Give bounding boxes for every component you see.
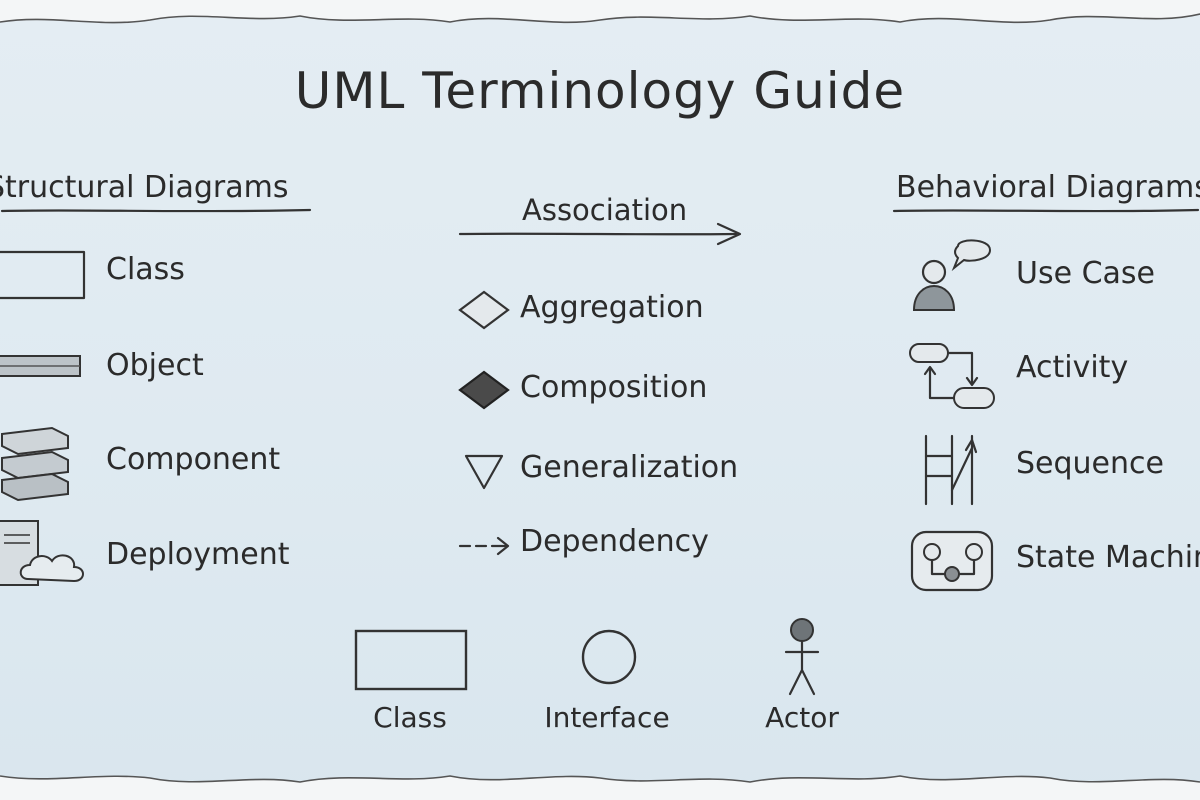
component-stack-icon <box>0 426 69 502</box>
structural-item-label: Deployment <box>106 537 290 572</box>
object-bar-icon <box>0 355 81 377</box>
torn-top-edge <box>0 0 1200 24</box>
server-cloud-icon <box>0 520 84 586</box>
behavioral-item-label: Activity <box>1016 350 1129 385</box>
actor-stick-figure-icon <box>784 618 820 696</box>
legend-label: Interface <box>544 701 670 734</box>
filled-diamond-icon <box>458 370 510 410</box>
association-arrow-icon <box>458 222 742 246</box>
structural-item-label: Component <box>106 442 281 477</box>
relationship-item-label: Aggregation <box>520 290 704 325</box>
relationship-item-label: Generalization <box>520 450 739 485</box>
hollow-diamond-icon <box>458 290 510 330</box>
dashed-arrow-icon <box>458 536 510 556</box>
structural-item-label: Object <box>106 348 204 383</box>
behavioral-heading-underline <box>892 208 1200 213</box>
class-rectangle-icon <box>354 629 468 691</box>
actor-speech-icon <box>912 239 992 311</box>
activity-flow-icon <box>909 343 995 409</box>
interface-circle-icon <box>581 629 637 685</box>
structural-heading-underline <box>0 208 312 213</box>
association-label: Association <box>522 193 688 227</box>
sequence-lifeline-icon <box>924 434 978 506</box>
state-machine-icon <box>910 530 994 592</box>
relationship-item-label: Composition <box>520 370 708 405</box>
legend-label: Actor <box>765 701 839 734</box>
torn-bottom-edge <box>0 775 1200 800</box>
behavioral-item-label: Use Case <box>1016 256 1155 291</box>
relationship-item-label: Dependency <box>520 524 709 559</box>
behavioral-heading: Behavioral Diagrams <box>896 170 1200 205</box>
class-box-icon <box>0 250 86 300</box>
behavioral-item-label: State Machine <box>1016 540 1200 575</box>
behavioral-item-label: Sequence <box>1016 446 1164 481</box>
legend-label: Class <box>373 701 447 734</box>
page-title: UML Terminology Guide <box>294 62 906 120</box>
structural-item-label: Class <box>106 252 185 287</box>
triangle-icon <box>464 454 504 490</box>
structural-heading: Structural Diagrams <box>0 170 289 205</box>
